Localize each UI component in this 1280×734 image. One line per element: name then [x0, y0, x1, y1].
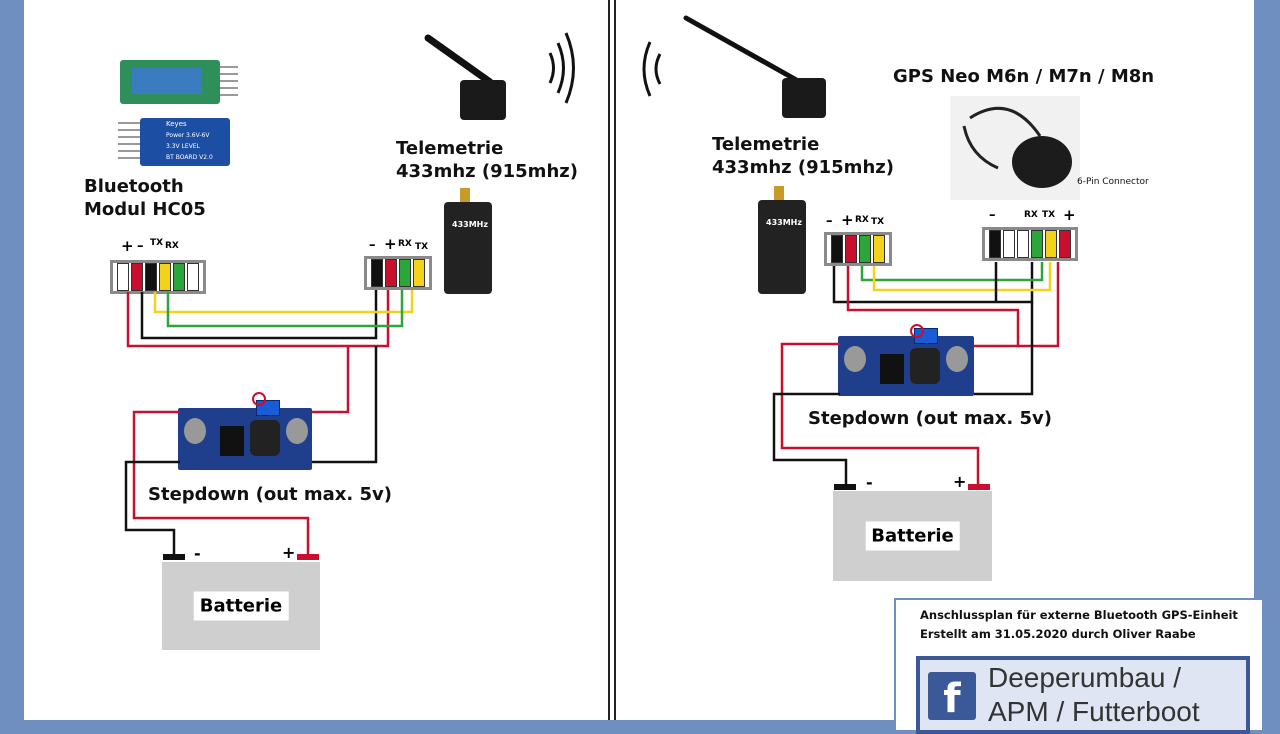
- bt-chip-line-4: BT BOARD V2.0: [166, 154, 213, 161]
- left-antenna-icon: [424, 34, 506, 120]
- bluetooth-label-line-2: Modul HC05: [84, 199, 206, 221]
- right-stepdown-board: [838, 328, 974, 396]
- left-stepdown-board: [178, 400, 312, 470]
- bt-chip-line-2: Power 3.6V-6V: [166, 132, 210, 139]
- left-wire-black-out: [124, 460, 180, 554]
- gps-pin-minus: –: [989, 208, 996, 223]
- gps-pin-tx: TX: [1042, 210, 1056, 220]
- left-bt-pin-minus: –: [137, 239, 144, 254]
- bluetooth-breakout-board-image: Keyes Power 3.6V-6V 3.3V LEVEL BT BOARD …: [118, 118, 230, 166]
- left-tel-pin-tx: TX: [415, 242, 429, 252]
- left-bt-pin-plus: +: [121, 237, 134, 255]
- facebook-group-line-1: Deeperumbau /: [988, 662, 1182, 693]
- right-wire-red-out: [780, 342, 980, 484]
- right-telemetry-label-line-2: 433mhz (915mhz): [712, 157, 894, 179]
- left-stepdown-label: Stepdown (out max. 5v): [148, 484, 393, 505]
- left-tel-pin-minus: –: [369, 238, 376, 253]
- left-battery-minus-sign: -: [194, 544, 201, 563]
- left-telemetry-module: 433MHz: [444, 188, 492, 294]
- right-telemetry-label: Telemetrie 433mhz (915mhz): [712, 133, 894, 180]
- right-battery: Batterie: [833, 491, 992, 581]
- gps-pin-plus: +: [1063, 206, 1076, 224]
- left-potentiometer-marker: [252, 392, 266, 406]
- left-battery: Batterie: [162, 562, 320, 650]
- info-title: Anschlussplan für externe Bluetooth GPS-…: [920, 608, 1238, 622]
- left-wire-yellow: [153, 290, 414, 314]
- left-wire-black-feed: [312, 346, 378, 464]
- right-tel-pin-minus: –: [826, 214, 833, 229]
- facebook-group-line-2: APM / Futterboot: [988, 696, 1200, 727]
- left-telemetry-connector: [364, 256, 432, 290]
- gps-title: GPS Neo M6n / M7n / M8n: [893, 66, 1155, 87]
- gps-connector-note: 6-Pin Connector: [1077, 177, 1149, 187]
- right-wire-black-out: [772, 392, 848, 484]
- right-antenna-icon: [683, 15, 826, 118]
- left-bt-pin-tx: TX: [150, 238, 164, 248]
- info-box: Anschlussplan für externe Bluetooth GPS-…: [894, 598, 1264, 734]
- right-wire-yellow: [872, 262, 1052, 292]
- left-wire-red-bt: [126, 290, 390, 348]
- right-telemetry-label-line-1: Telemetrie: [712, 134, 820, 155]
- left-bluetooth-connector: [110, 260, 206, 294]
- left-battery-label: Batterie: [193, 591, 289, 621]
- right-wire-black-tel: [832, 262, 1034, 304]
- right-telemetry-connector: [824, 232, 892, 266]
- left-telemetry-label: Telemetrie 433mhz (915mhz): [396, 137, 578, 184]
- gps-connector: [982, 227, 1078, 261]
- right-stepdown-label: Stepdown (out max. 5v): [808, 408, 1053, 429]
- right-battery-label: Batterie: [865, 521, 960, 551]
- left-battery-plus-terminal: [297, 554, 319, 560]
- bluetooth-label-line-1: Bluetooth: [84, 176, 184, 197]
- bt-chip-line-1: Keyes: [166, 120, 187, 128]
- info-author: Erstellt am 31.05.2020 durch Oliver Raab…: [920, 627, 1196, 641]
- right-tel-pin-tx: TX: [871, 217, 885, 227]
- gps-module-image: [950, 96, 1080, 200]
- bt-chip-line-3: 3.3V LEVEL: [166, 143, 200, 150]
- bluetooth-module-image: [120, 60, 238, 104]
- right-wire-green: [860, 262, 1044, 282]
- left-module-text: 433MHz: [452, 220, 489, 229]
- right-wire-black-feed: [974, 302, 1034, 396]
- right-wire-red-tel: [846, 266, 1020, 348]
- left-bt-pin-rx: RX: [165, 241, 179, 251]
- facebook-group-banner[interactable]: f Deeperumbau / APM / Futterboot: [916, 656, 1250, 734]
- left-telemetry-label-line-1: Telemetrie: [396, 138, 504, 159]
- left-signal-waves-icon: [548, 32, 575, 104]
- right-potentiometer-marker: [910, 324, 924, 338]
- right-signal-waves-icon: [642, 41, 662, 97]
- panel-divider: [608, 0, 616, 720]
- left-wire-red-feed: [312, 346, 350, 414]
- right-battery-minus-sign: -: [866, 473, 873, 492]
- gps-pin-rx: RX: [1024, 210, 1038, 220]
- right-telemetry-module: 433MHz: [758, 186, 806, 294]
- left-tel-pin-plus: +: [384, 235, 397, 253]
- right-tel-pin-rx: RX: [855, 215, 869, 225]
- left-wire-black-bt: [140, 290, 378, 340]
- right-battery-plus-sign: +: [953, 472, 967, 491]
- bluetooth-label: Bluetooth Modul HC05: [84, 175, 206, 222]
- right-module-text: 433MHz: [766, 218, 803, 227]
- left-telemetry-label-line-2: 433mhz (915mhz): [396, 161, 578, 183]
- left-wire-red-out: [132, 410, 310, 554]
- left-tel-pin-rx: RX: [398, 239, 412, 249]
- facebook-icon: f: [928, 672, 976, 722]
- right-tel-pin-plus: +: [841, 211, 854, 229]
- left-battery-plus-sign: +: [282, 543, 296, 562]
- left-battery-minus-terminal: [163, 554, 185, 560]
- right-wire-gps-red: [1018, 262, 1060, 348]
- left-wire-green: [166, 290, 404, 328]
- right-battery-plus-terminal: [968, 484, 990, 490]
- right-battery-minus-terminal: [834, 484, 856, 490]
